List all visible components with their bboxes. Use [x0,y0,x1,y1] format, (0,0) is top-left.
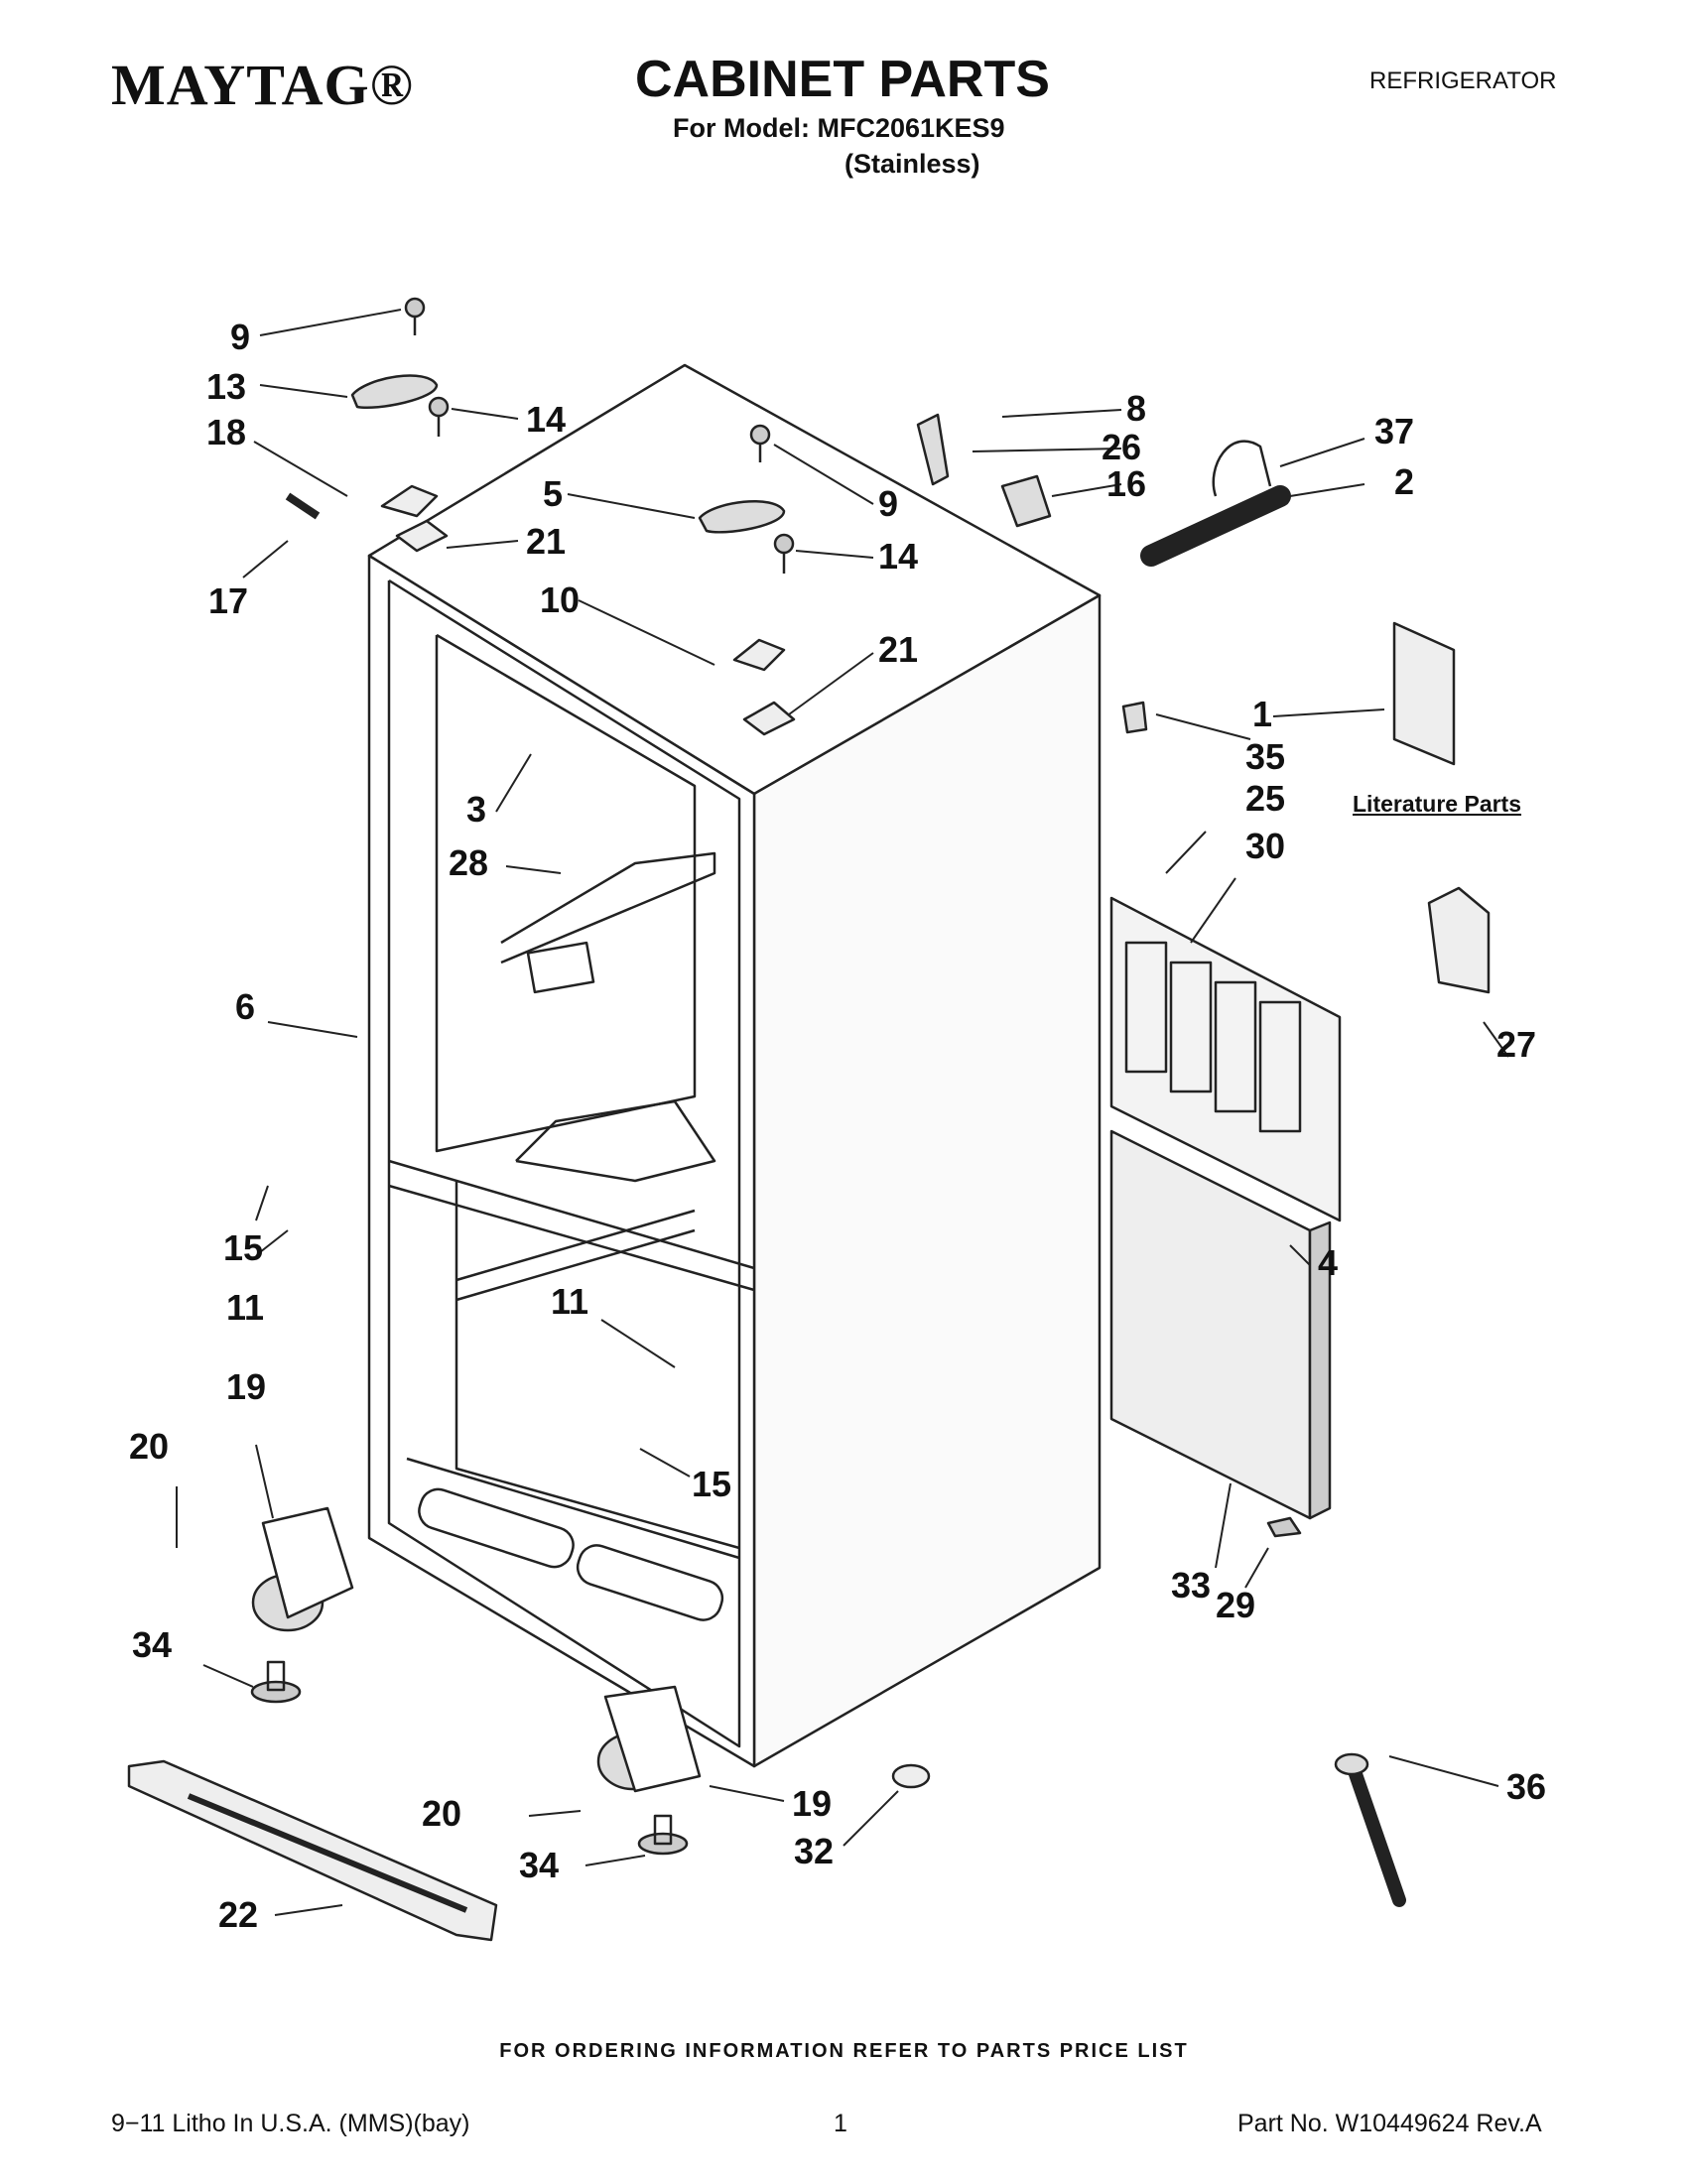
callout-label: 34 [132,1624,173,1665]
callout-label: 13 [206,366,247,407]
callout-label: 21 [526,521,567,562]
callout-label: 8 [1126,388,1147,429]
brand-logo: MAYTAG® [111,53,414,117]
model-variant: (Stainless) [844,149,980,179]
bottom-parts [127,1506,1302,1942]
page-number: 1 [834,2110,847,2137]
callout-label: 37 [1374,411,1415,451]
callout-label: 3 [466,789,487,830]
callout-label: 17 [208,580,249,621]
callout-label: 18 [206,412,247,452]
callout-label: 19 [792,1783,833,1824]
callout-label: 11 [226,1287,265,1328]
callout-label: 35 [1245,736,1286,777]
right-side-parts [916,413,1491,1907]
callout-label: 29 [1216,1585,1256,1625]
litho-note: 9−11 Litho In U.S.A. (MMS)(bay) [111,2110,470,2137]
literature-parts-label: Literature Parts [1353,791,1522,817]
callout-label: 11 [551,1281,589,1322]
callout-label: 20 [422,1793,462,1834]
callout-label: 36 [1506,1766,1547,1807]
model-line: For Model: MFC2061KES9 [673,113,1005,143]
callout-label: 28 [449,842,489,883]
callout-label: 27 [1496,1024,1537,1065]
callout-label: 9 [878,483,899,524]
category-label: REFRIGERATOR [1369,67,1557,94]
callout-label: 15 [692,1464,732,1504]
cabinet-body [367,363,1102,1768]
callout-label: 26 [1102,427,1142,467]
callout-label: 32 [794,1831,835,1871]
leader-lines [176,309,1509,1916]
hinge-parts-top [285,297,796,736]
callout-label: 5 [543,473,564,514]
callout-label: 33 [1171,1565,1212,1606]
callout-label: 19 [226,1366,267,1407]
callout-label: 14 [878,536,919,577]
callout-label: 2 [1394,461,1415,502]
callout-label: 21 [878,629,919,670]
callout-label: 1 [1252,694,1273,734]
callout-label: 20 [129,1426,170,1467]
callout-label: 16 [1106,463,1147,504]
callout-label: 14 [526,399,567,440]
callout-label: 4 [1318,1242,1339,1283]
callout-label: 25 [1245,778,1286,819]
callout-label: 9 [230,317,251,357]
page-title: CABINET PARTS [635,51,1050,108]
callout-label: 34 [519,1845,560,1885]
callout-label: 15 [223,1227,264,1268]
part-number: Part No. W10449624 Rev.A [1237,2110,1542,2137]
callout-label: 10 [540,579,581,620]
callout-label: 22 [218,1894,259,1935]
ordering-note: FOR ORDERING INFORMATION REFER TO PARTS … [499,2040,1189,2062]
callout-label: 6 [235,986,256,1027]
callout-label: 30 [1245,826,1286,866]
